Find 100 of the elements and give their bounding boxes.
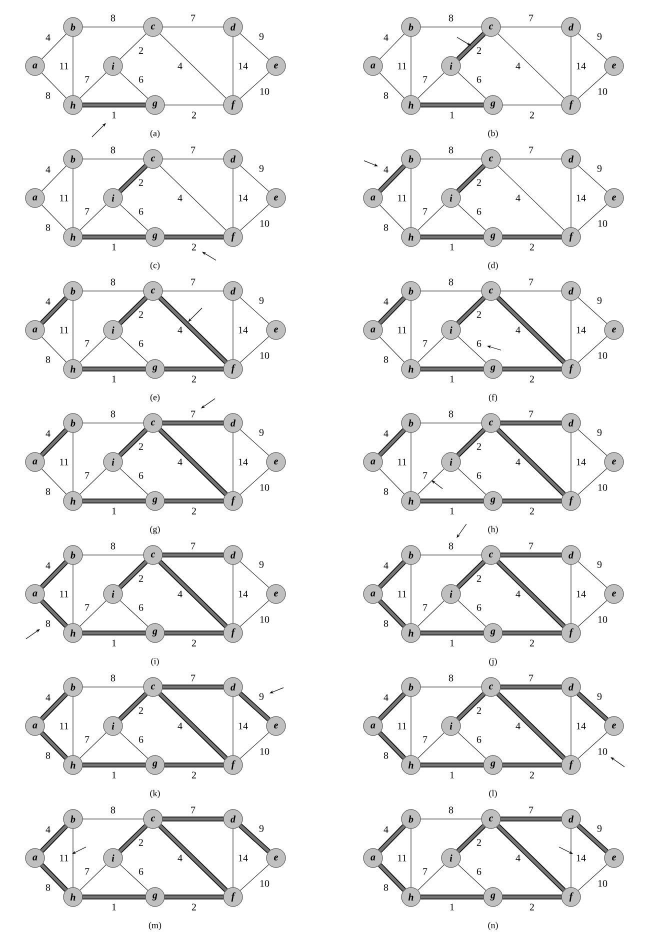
edge-label: 4: [516, 590, 520, 598]
edge-label: 11: [60, 854, 68, 862]
graph-edge: [380, 336, 404, 362]
graph-edge: [160, 166, 226, 230]
graph-edge: [458, 336, 486, 363]
edge-label: 11: [398, 590, 406, 598]
edge-label: 4: [516, 62, 520, 70]
graph-edge: [578, 72, 608, 99]
edge-label: 10: [260, 484, 270, 491]
graph-edge: [570, 432, 572, 492]
graph-edge: [240, 429, 270, 456]
edge-label: 7: [529, 410, 534, 418]
edge-label: 9: [597, 429, 602, 436]
graph-edge: [420, 422, 482, 424]
graph-edge: [82, 554, 144, 556]
edge-label: 7: [85, 868, 90, 875]
edge-label: 2: [138, 707, 143, 714]
graph-edge: [72, 36, 74, 96]
graph-edge: [80, 336, 106, 362]
panel-caption: (g): [150, 526, 160, 534]
graph-edge: [120, 864, 148, 891]
edge-label: 10: [598, 880, 608, 887]
graph-edge: [82, 818, 144, 820]
edge-label: 7: [423, 76, 428, 83]
edge-label: 7: [191, 806, 196, 814]
graph-edge: [570, 36, 572, 96]
edge-label: 4: [384, 826, 388, 833]
edge-label: 8: [384, 356, 388, 363]
edge-label: 8: [46, 92, 50, 99]
panel-caption: (j): [489, 658, 497, 666]
panel-caption: (l): [489, 790, 497, 798]
edge-label: 4: [46, 166, 50, 173]
edge-label: 6: [138, 604, 144, 611]
graph-edge: [420, 818, 482, 820]
edge-label: 2: [138, 839, 143, 846]
graph-edge: [410, 696, 412, 756]
edge-label: 14: [238, 194, 248, 202]
edge-label: 4: [384, 34, 388, 41]
graph-edge: [240, 732, 270, 759]
edge-label: 4: [46, 694, 50, 701]
graph-edge: [570, 168, 572, 228]
graph-edge: [578, 33, 608, 60]
edge-label: 9: [259, 297, 264, 304]
graph-edge: [380, 72, 404, 98]
graph-edge: [72, 168, 74, 228]
panel-caption: (m): [148, 922, 162, 930]
edge-label: 9: [597, 561, 602, 568]
graph-edge: [500, 158, 562, 160]
edge-label: 10: [598, 220, 608, 227]
graph-edge: [82, 498, 146, 504]
edge-label: 2: [138, 575, 143, 582]
graph-edge: [458, 732, 486, 759]
graph-edge: [120, 336, 148, 363]
graph-edge: [570, 300, 572, 360]
edge-label: 6: [138, 736, 144, 743]
panel-caption: (f): [488, 394, 498, 402]
graph-edge: [578, 468, 608, 495]
edge-label: 4: [516, 722, 520, 730]
edge-label: 11: [60, 458, 68, 466]
edge-label: 8: [384, 92, 388, 99]
graph-edge: [118, 296, 148, 325]
edge-label: 1: [112, 772, 116, 778]
graph-edge: [378, 599, 406, 628]
graph-edge: [158, 428, 228, 496]
edge-label: 2: [530, 508, 534, 514]
graph-edge: [80, 732, 106, 758]
edge-label: 9: [259, 561, 264, 568]
edge-label: 8: [110, 410, 116, 418]
graph-edge: [578, 165, 608, 192]
edge-label: 11: [60, 722, 68, 730]
edge-label: 10: [260, 220, 270, 227]
edge-label: 2: [192, 376, 196, 382]
graph-edge: [498, 34, 564, 98]
graph-edge: [160, 34, 226, 98]
edge-label: 8: [384, 620, 388, 627]
edge-label: 6: [476, 736, 482, 743]
graph-edge: [496, 296, 566, 364]
graph-edge: [82, 366, 146, 372]
graph-edge: [500, 420, 562, 426]
edge-label: 8: [46, 752, 50, 759]
edge-label: 4: [178, 326, 182, 334]
edge-label: 11: [398, 854, 406, 862]
edge-label: 8: [46, 884, 50, 891]
edge-label: 7: [85, 472, 90, 479]
graph-edge: [120, 34, 146, 60]
graph-edge: [162, 420, 224, 426]
edge-label: 6: [476, 76, 482, 83]
edge-label: 7: [191, 542, 196, 550]
edge-label: 6: [138, 472, 144, 479]
graph-edge: [164, 630, 224, 636]
edge-label: 1: [450, 112, 454, 118]
graph-edge: [418, 732, 444, 758]
edge-label: 4: [516, 194, 520, 202]
edge-label: 2: [530, 244, 534, 250]
panel-caption: (d): [488, 262, 498, 270]
graph-edge: [458, 204, 486, 231]
edge-label: 11: [60, 326, 68, 334]
graph-edge: [240, 33, 270, 60]
edge-label: 10: [260, 352, 270, 359]
edge-label: 10: [598, 484, 608, 491]
